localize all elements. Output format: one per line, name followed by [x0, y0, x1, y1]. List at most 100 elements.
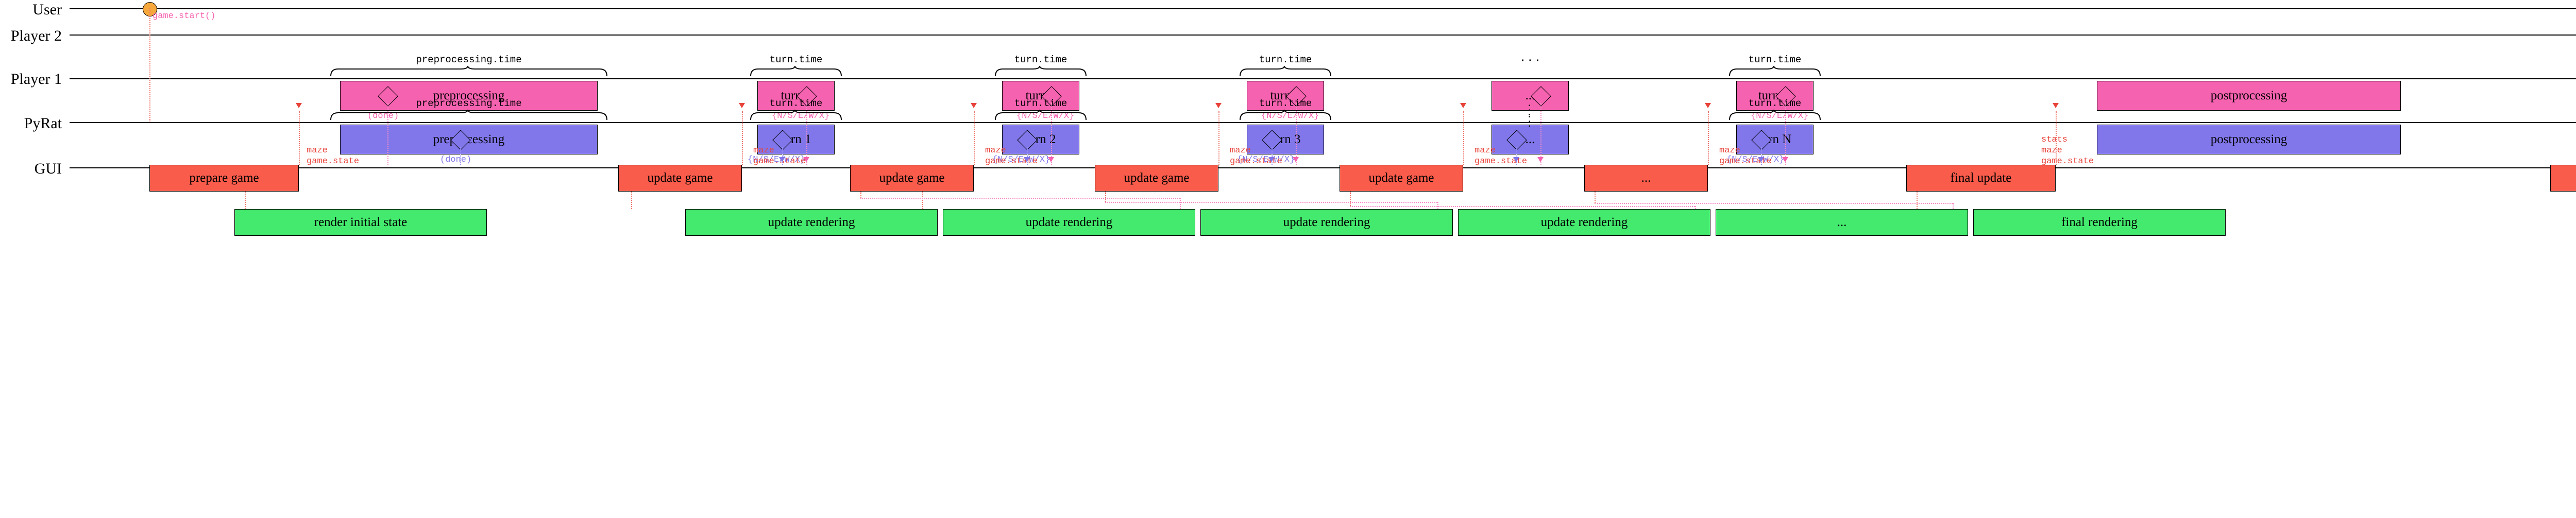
- player2-box-postprocessing[interactable]: postprocessing: [2097, 81, 2401, 111]
- vdots-player2: ···: [1528, 110, 1532, 132]
- vdots-player1: ···: [1528, 99, 1532, 121]
- pyrat-box-update-game-4[interactable]: update game: [1340, 165, 1463, 192]
- player2-action-label-turn2: {N/S/E/W/X}: [1016, 111, 1075, 121]
- brace-p1-turn1: [750, 110, 842, 121]
- connector-p2-turn3-down: [1296, 103, 1297, 165]
- gui-box-final-rendering[interactable]: final rendering: [1973, 209, 2226, 236]
- brace-label-p1-turn3: turn.time: [1259, 98, 1312, 109]
- brace-label-p1-turn2: turn.time: [1014, 98, 1067, 109]
- connector-pyrat-gui-5h: [1350, 206, 1695, 207]
- pyrat-output-7-stats: stats: [2041, 135, 2068, 145]
- connector-arrow-p1-turn1: [779, 157, 785, 162]
- player1-box-turn2[interactable]: turn 2: [1002, 125, 1079, 154]
- player1-action-label-turn3: {N/S/E/W/X}: [1237, 155, 1295, 165]
- brace-p2-turn2: [994, 66, 1087, 77]
- gui-box-update-rendering-2[interactable]: update rendering: [943, 209, 1195, 236]
- gui-box-update-rendering-3[interactable]: update rendering: [1200, 209, 1453, 236]
- pyrat-box-final-update[interactable]: final update: [1906, 165, 2056, 192]
- brace-label-p2-preprocessing: preprocessing.time: [416, 54, 522, 65]
- connector-pyrat-gui-5a: [1350, 192, 1351, 206]
- player2-box-turn1[interactable]: turn 1: [757, 81, 835, 111]
- pyrat-box-update-game-2[interactable]: update game: [850, 165, 974, 192]
- brace-p1-turnN: [1728, 110, 1821, 121]
- pyrat-box-prepare-game[interactable]: prepare game: [149, 165, 299, 192]
- pyrat-box-dots[interactable]: ...: [1584, 165, 1708, 192]
- player1-action-label-turn2: {N/S/E/W/X}: [992, 155, 1050, 165]
- connector-update1-up: [742, 111, 743, 165]
- connector-pyrat-gui-4h: [1105, 202, 1437, 203]
- connector-update4-up: [1463, 111, 1464, 165]
- brace-label-p2-turn1: turn.time: [769, 54, 823, 65]
- connector-p1-turn1-down: [782, 147, 783, 165]
- connector-dots-up: [1708, 111, 1709, 165]
- connector-p2-turn2-down: [1051, 103, 1052, 165]
- brace-p2-turnN: [1728, 66, 1821, 77]
- connector-pyrat-gui-2b: [922, 192, 923, 209]
- pyrat-box-end-game[interactable]: end game: [2550, 165, 2576, 192]
- pyrat-output-7-maze: maze: [2041, 146, 2062, 156]
- connector-arrow-p2-dots: [1537, 157, 1544, 162]
- axis-user: [70, 8, 2576, 9]
- connector-update3-up: [1218, 111, 1219, 165]
- gui-box-render-initial-state[interactable]: render initial state: [234, 209, 487, 236]
- connector-update2-up: [974, 111, 975, 165]
- pyrat-output-2-maze: maze: [753, 146, 774, 156]
- pyrat-box-update-game-3[interactable]: update game: [1095, 165, 1218, 192]
- connector-p1-dots-down: [1516, 147, 1517, 165]
- connector-pyrat-gui-5v: [1695, 206, 1696, 209]
- connector-arrow-prepare-p2: [296, 103, 302, 108]
- connector-p2-turn1-down: [806, 103, 807, 165]
- connector-p1-turnN-down: [1761, 147, 1762, 165]
- connector-arrow-p2-turnN: [1782, 157, 1788, 162]
- pyrat-output-1-maze: maze: [307, 146, 328, 156]
- pyrat-box-update-game-1[interactable]: update game: [618, 165, 742, 192]
- pyrat-output-1-state: game.state: [307, 157, 360, 166]
- connector-arrow-p1-dots: [1513, 157, 1519, 162]
- connector-pyrat-gui-6a: [1595, 192, 1596, 203]
- player1-action-label-turnN: {N/S/E/W/X}: [1726, 155, 1785, 165]
- pyrat-output-7-state: game.state: [2041, 157, 2094, 166]
- brace-label-p1-preprocessing: preprocessing.time: [416, 98, 522, 109]
- user-event-start-label: game.start(): [152, 11, 216, 21]
- axis-player1: [70, 78, 2576, 79]
- connector-pyrat-gui-1-v: [245, 192, 246, 209]
- player1-box-turnN[interactable]: turn N: [1736, 125, 1814, 154]
- connector-arrow-update2: [971, 103, 977, 108]
- connector-pyrat-gui-4a: [1105, 192, 1106, 202]
- player2-action-label-turnN: {N/S/E/W/X}: [1751, 111, 1809, 121]
- connector-arrow-update3: [1215, 103, 1222, 108]
- player1-done-label: (done): [440, 155, 472, 165]
- connector-p1-done-down: [460, 147, 461, 165]
- pyrat-output-5-maze: maze: [1475, 146, 1496, 156]
- connector-pyrat-gui-4v: [1437, 202, 1438, 209]
- lane-label-pyrat: PyRat: [24, 115, 62, 132]
- brace-p1-preprocessing: [330, 110, 608, 121]
- lane-label-player2: Player 2: [10, 27, 62, 44]
- player1-box-postprocessing[interactable]: postprocessing: [2097, 125, 2401, 154]
- player1-box-turn3[interactable]: turn 3: [1247, 125, 1324, 154]
- player2-box-dots[interactable]: ...: [1492, 81, 1569, 111]
- player2-action-label-turn1: {N/S/E/W/X}: [772, 111, 830, 121]
- pyrat-output-4-maze: maze: [1230, 146, 1251, 156]
- connector-arrow-p1-turn3: [1268, 157, 1275, 162]
- gui-box-dots[interactable]: ...: [1716, 209, 1968, 236]
- brace-p2-preprocessing: [330, 66, 608, 77]
- connector-arrow-p2-turn3: [1293, 157, 1299, 162]
- gui-box-update-rendering-1[interactable]: update rendering: [685, 209, 938, 236]
- player1-box-turn1[interactable]: turn 1: [757, 125, 835, 154]
- player1-box-dots[interactable]: ...: [1492, 125, 1569, 154]
- connector-pyrat-gui-6h: [1595, 203, 1953, 204]
- lane-label-player1: Player 1: [10, 71, 62, 88]
- connector-p2-done-down: [387, 103, 388, 165]
- brace-p1-turn2: [994, 110, 1087, 121]
- connector-arrow-p1-turnN: [1758, 157, 1764, 162]
- connector-final-up: [2056, 111, 2057, 165]
- brace-label-p2-turn3: turn.time: [1259, 54, 1312, 65]
- connector-arrow-dots: [1705, 103, 1711, 108]
- gui-box-update-rendering-4[interactable]: update rendering: [1458, 209, 1710, 236]
- brace-label-p2-turn2: turn.time: [1014, 54, 1067, 65]
- player2-done-label: (done): [367, 111, 399, 121]
- connector-prepare-to-players: [299, 111, 300, 165]
- connector-p1-turn3-down: [1272, 147, 1273, 165]
